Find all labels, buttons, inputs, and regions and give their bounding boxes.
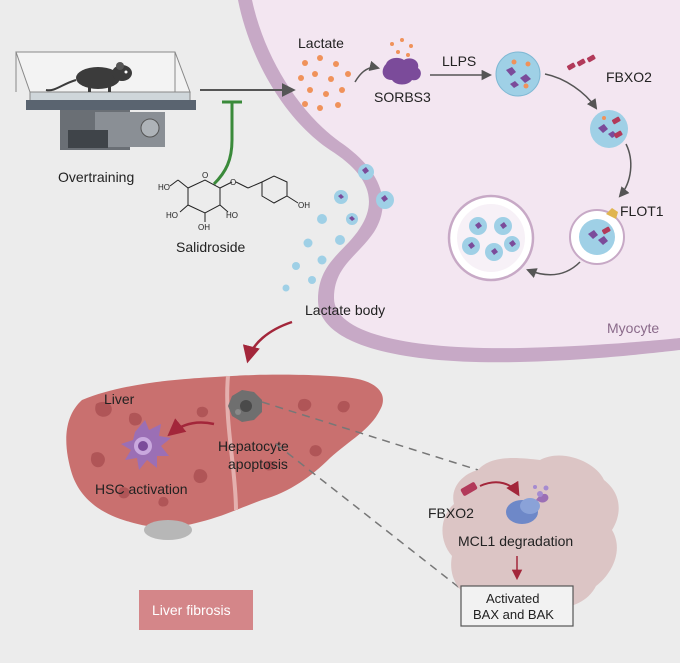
fbxo2-molecules-top (566, 54, 596, 71)
lactate-body-particle (346, 213, 358, 225)
chem-o-link: O (230, 178, 236, 187)
lactate-body-particle (317, 214, 327, 224)
lactate-body-particle (358, 164, 374, 180)
salidroside-inhibition-line (212, 102, 234, 186)
liver-fibrosis-label: Liver fibrosis (152, 602, 231, 618)
chem-ho-1: HO (158, 183, 170, 192)
mcl1-protein-icon (506, 485, 549, 524)
myocyte-cytoplasm (252, 0, 680, 349)
chem-ho-3: HO (226, 211, 238, 220)
llps-condensate (495, 51, 541, 97)
mcl1-degradation-label: MCL1 degradation (458, 533, 573, 549)
arrow-lactate-to-sorbs3 (354, 60, 381, 83)
arrow-to-liver (242, 320, 293, 364)
lactate-body-label: Lactate body (305, 302, 385, 318)
hsc-cell-icon (121, 420, 171, 470)
multivesicular-body (447, 194, 535, 282)
bax-label-line1: Activated (486, 591, 539, 606)
liver-shape (66, 374, 383, 528)
lactate-body-particle (376, 191, 394, 209)
zoom-line-top (261, 401, 479, 471)
treadmill-illustration (15, 51, 196, 150)
lactate-body-particle (317, 255, 327, 265)
lactate-body-particle (334, 190, 348, 204)
apoptotic-hepatocyte-icon (228, 390, 262, 422)
overtraining-label: Overtraining (58, 169, 134, 185)
hepatocyte-detail (442, 455, 619, 627)
flot1-label: FLOT1 (620, 203, 664, 219)
hepatocyte-label-line1: Hepatocyte (218, 438, 289, 454)
fbxo2-bound-vesicle (590, 110, 628, 148)
flot1-vesicle (569, 208, 625, 265)
hsc-activation-label: HSC activation (95, 481, 188, 497)
chem-oh-2: OH (198, 223, 210, 232)
arrow-flot1-to-mvb (526, 261, 581, 278)
mouse-icon (45, 62, 132, 92)
liver-fibrosis-box (139, 590, 253, 630)
lactate-body-particle (303, 238, 313, 248)
lactate-body-particle (282, 284, 290, 292)
lactate-body-particle (308, 276, 316, 284)
fbxo2-bottom-label: FBXO2 (428, 505, 474, 521)
arrow-fbxo2-to-mcl1 (479, 480, 520, 497)
chem-o-ring: O (202, 171, 208, 180)
sorbs3-label: SORBS3 (374, 89, 431, 105)
lactate-molecules (298, 55, 351, 111)
fbxo2-bottom-molecule (460, 482, 478, 496)
sorbs3-cluster (382, 38, 421, 85)
arrow-to-fbxo2-vesicle (544, 73, 598, 110)
hepatocyte-blob (442, 455, 619, 614)
lactate-body-particle (292, 262, 300, 270)
hepatocyte-label-line2: apoptosis (228, 456, 288, 472)
myocyte-cell (238, 0, 680, 363)
zoom-line-bottom (275, 443, 499, 619)
lactate-label: Lactate (298, 35, 344, 51)
myocyte-label: Myocyte (607, 320, 659, 336)
chem-oh-1: OH (298, 201, 310, 210)
arrow-to-flot1 (618, 143, 632, 198)
bax-bak-box (460, 585, 574, 627)
fbxo2-top-label: FBXO2 (606, 69, 652, 85)
lactate-bodies (282, 164, 394, 292)
llps-label: LLPS (442, 53, 476, 69)
bax-label-line2: BAX and BAK (473, 607, 554, 622)
arrow-apoptosis-to-hsc (167, 418, 215, 437)
lactate-body-particle (335, 235, 345, 245)
chem-ho-2: HO (166, 211, 178, 220)
salidroside-structure (169, 175, 299, 222)
salidroside-label: Salidroside (176, 239, 245, 255)
liver-label: Liver (104, 391, 135, 407)
liver-organ (66, 374, 383, 540)
